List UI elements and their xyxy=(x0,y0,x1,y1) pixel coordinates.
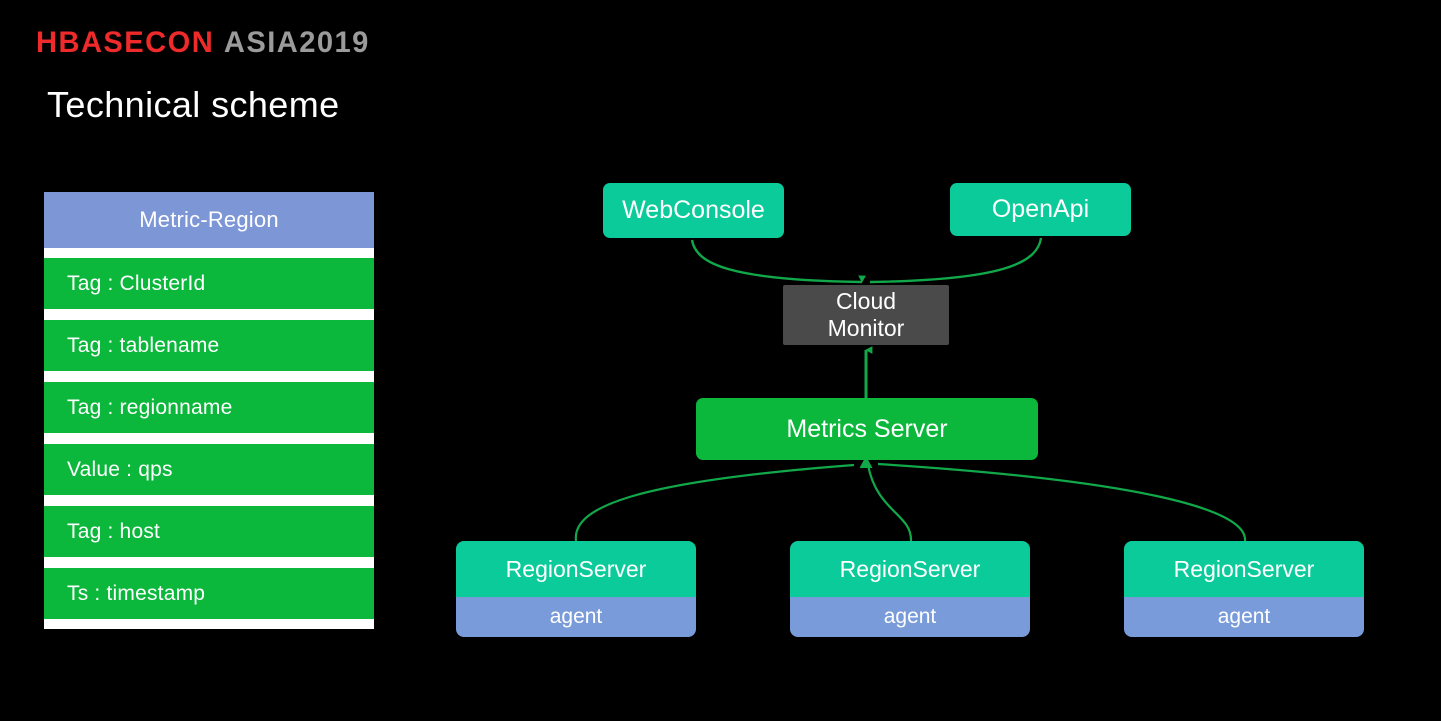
logo-primary-text: HBASECON xyxy=(36,26,215,59)
schema-row-tablename: Tag : tablename xyxy=(44,320,374,371)
schema-row-separator xyxy=(44,495,374,506)
edge-regionserver2-to-metricsserver xyxy=(866,464,913,542)
schema-row-cluster-id: Tag : ClusterId xyxy=(44,258,374,309)
regionserver-3-agent: agent xyxy=(1124,597,1364,637)
schema-row-value-qps: Value : qps xyxy=(44,444,374,495)
node-cloud-monitor-label-line2: Monitor xyxy=(827,315,905,341)
schema-row-separator xyxy=(44,371,374,382)
schema-row-regionname: Tag : regionname xyxy=(44,382,374,433)
node-webconsole-label: WebConsole xyxy=(622,196,765,224)
regionserver-1-title: RegionServer xyxy=(456,541,696,597)
node-openapi-label: OpenApi xyxy=(991,195,1090,223)
schema-row-host: Tag : host xyxy=(44,506,374,557)
regionserver-1-agent: agent xyxy=(456,597,696,637)
edge-regionserver3-to-metricsserver xyxy=(877,462,1247,542)
schema-header-gap xyxy=(44,248,374,258)
node-metrics-server[interactable]: Metrics Server xyxy=(696,398,1038,460)
logo-secondary-text: ASIA2019 xyxy=(223,26,370,59)
node-regionserver-2[interactable]: RegionServer agent xyxy=(790,541,1030,637)
schema-table-header: Metric-Region xyxy=(44,192,374,248)
schema-row-separator xyxy=(44,309,374,320)
node-openapi[interactable]: OpenApi xyxy=(950,183,1131,236)
node-regionserver-1[interactable]: RegionServer agent xyxy=(456,541,696,637)
schema-row-timestamp: Ts : timestamp xyxy=(44,568,374,619)
node-cloud-monitor-label-line1: Cloud xyxy=(835,287,897,314)
edge-webconsole-to-cloudmonitor xyxy=(690,239,866,284)
edge-regionserver1-to-metricsserver xyxy=(574,463,855,542)
regionserver-2-title: RegionServer xyxy=(790,541,1030,597)
regionserver-3-title: RegionServer xyxy=(1124,541,1364,597)
schema-row-separator xyxy=(44,433,374,444)
node-cloud-monitor[interactable]: Cloud Monitor xyxy=(783,285,949,345)
node-metrics-server-label: Metrics Server xyxy=(786,414,948,443)
page-title: Technical scheme xyxy=(47,84,340,125)
architecture-diagram: WebConsole OpenApi Cloud Monitor Metrics… xyxy=(430,160,1430,670)
metric-region-schema-table: Metric-Region Tag : ClusterId Tag : tabl… xyxy=(44,192,374,629)
schema-row-separator xyxy=(44,557,374,568)
edge-openapi-to-cloudmonitor xyxy=(869,237,1043,284)
regionserver-2-agent: agent xyxy=(790,597,1030,637)
node-regionserver-3[interactable]: RegionServer agent xyxy=(1124,541,1364,637)
node-webconsole[interactable]: WebConsole xyxy=(603,183,784,238)
